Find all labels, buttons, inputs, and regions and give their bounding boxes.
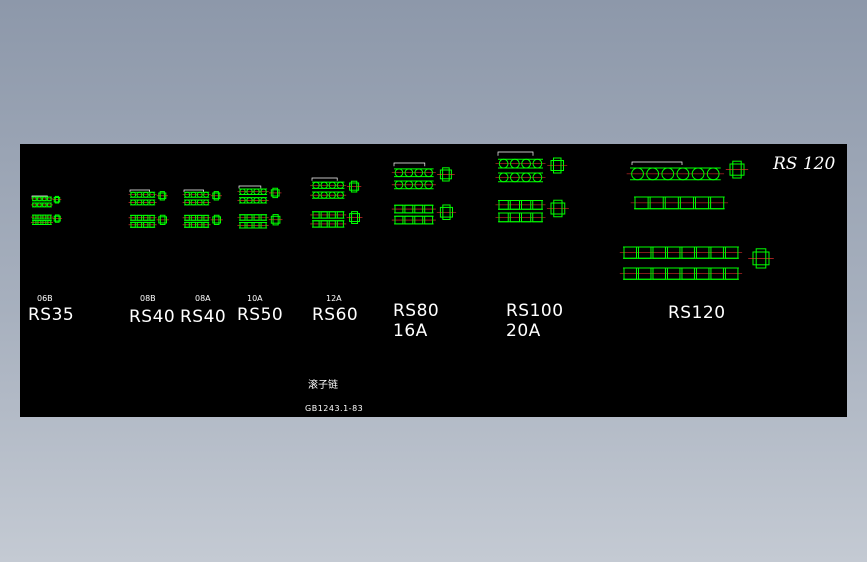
cad-drawing-canvas[interactable]: RS 120 06B RS35 08B RS40 08A RS40 10A RS… (20, 144, 847, 417)
chain-drawing-16a (391, 159, 502, 264)
standard-code: GB1243.1-83 (305, 404, 364, 413)
label-rs60: RS60 (312, 305, 359, 325)
label-rs100: RS100 (506, 301, 564, 321)
label-rs40-a: RS40 (180, 307, 227, 327)
label-06b: 06B (37, 294, 53, 303)
chain-drawing-06b (30, 192, 120, 242)
drawing-title: RS 120 (773, 154, 836, 174)
chain-drawing-08a (182, 186, 237, 244)
drawing-caption: 滚子链 (308, 380, 338, 391)
label-rs40-b: RS40 (129, 307, 176, 327)
label-rs120: RS120 (668, 303, 726, 323)
chain-drawing-08b (128, 186, 178, 244)
chain-drawing-12a (310, 174, 380, 254)
label-12a: 12A (326, 294, 342, 303)
chain-drawing-10a (237, 182, 297, 244)
chain-drawing-rs120 (619, 152, 840, 292)
label-16a: 16A (393, 321, 428, 341)
label-10a: 10A (247, 294, 263, 303)
label-20a: 20A (506, 321, 541, 341)
label-08b: 08B (140, 294, 156, 303)
label-rs80: RS80 (393, 301, 440, 321)
label-08a: 08A (195, 294, 211, 303)
label-rs50: RS50 (237, 305, 284, 325)
label-rs35: RS35 (28, 305, 75, 325)
chain-drawing-20a (495, 148, 626, 268)
